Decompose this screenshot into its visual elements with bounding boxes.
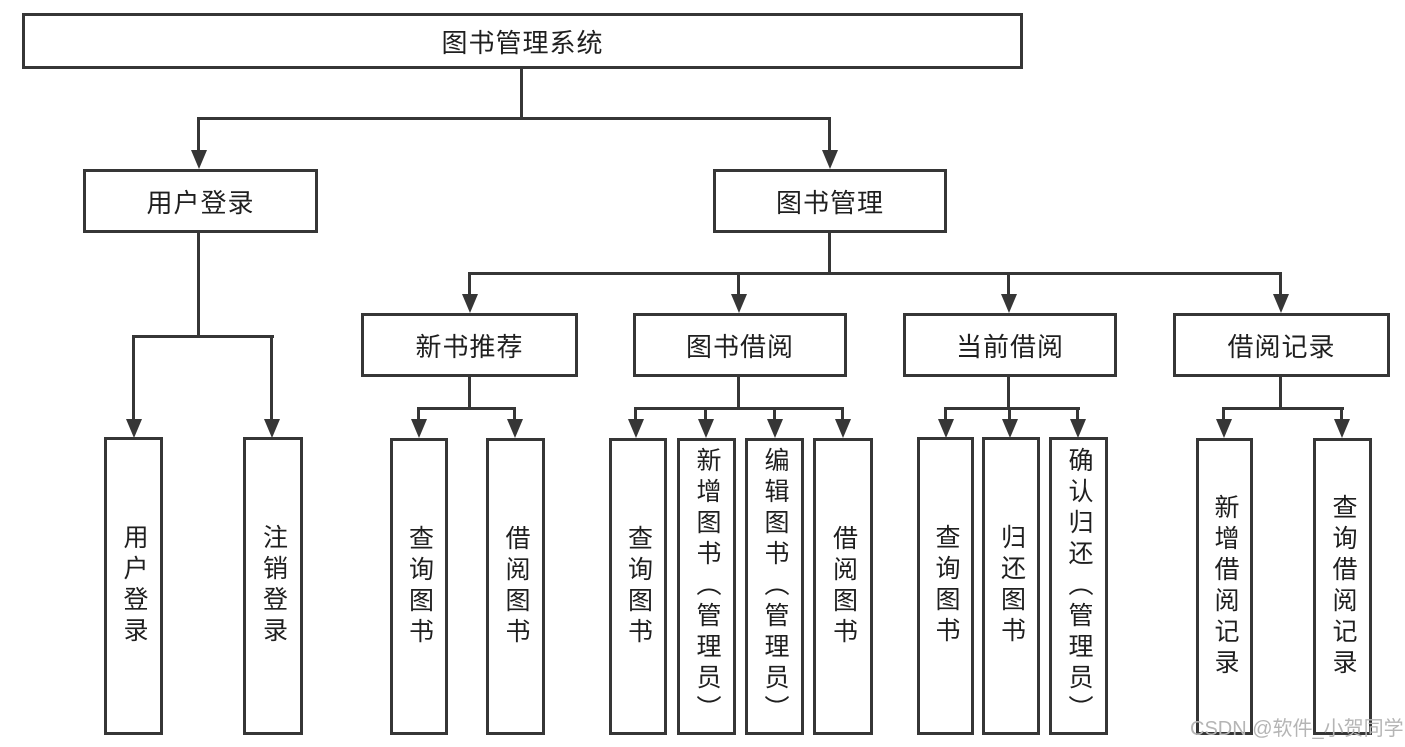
- connector-line-vertical: [468, 377, 471, 410]
- leaf-borrow-books: 借阅图书: [813, 438, 873, 735]
- leaf-add-book-admin: 新增图书（管理员）: [677, 438, 736, 735]
- leaf-edit-book-admin: 编辑图书（管理员）: [745, 438, 804, 735]
- node-book-management: 图书管理: [713, 169, 947, 233]
- arrowhead-down-icon: [264, 419, 280, 438]
- connector-line-vertical: [513, 407, 516, 420]
- connector-line-vertical: [1008, 407, 1011, 420]
- connector-line-horizontal: [634, 407, 844, 410]
- leaf-confirm-return-admin: 确认归还（管理员）: [1049, 437, 1108, 735]
- leaf-query-books-current: 查询图书: [917, 437, 974, 735]
- connector-line-vertical: [1222, 407, 1225, 420]
- connector-line-vertical: [828, 117, 831, 153]
- connector-line-vertical: [197, 117, 200, 153]
- connector-line-vertical: [944, 407, 947, 420]
- connector-line-horizontal: [417, 407, 516, 410]
- leaf-borrow-books-recommend: 借阅图书: [486, 438, 545, 735]
- connector-line-horizontal: [944, 407, 1080, 410]
- connector-line-vertical: [1340, 407, 1343, 420]
- arrowhead-down-icon: [822, 150, 838, 169]
- node-user-login: 用户登录: [83, 169, 318, 233]
- arrowhead-down-icon: [1273, 294, 1289, 313]
- arrowhead-down-icon: [462, 294, 478, 313]
- connector-line-vertical: [737, 377, 740, 410]
- connector-line-horizontal: [1222, 407, 1344, 410]
- arrowhead-down-icon: [698, 419, 714, 438]
- connector-line-vertical: [773, 407, 776, 420]
- leaf-query-books-borrow: 查询图书: [609, 438, 667, 735]
- arrowhead-down-icon: [767, 419, 783, 438]
- node-borrowing-records: 借阅记录: [1173, 313, 1390, 377]
- connector-line-vertical: [634, 407, 637, 420]
- connector-line-vertical: [1076, 407, 1079, 420]
- leaf-query-borrow-record: 查询借阅记录: [1313, 438, 1372, 735]
- arrowhead-down-icon: [1070, 419, 1086, 438]
- connector-line-vertical: [417, 407, 420, 420]
- connector-line-vertical: [1007, 272, 1010, 296]
- arrowhead-down-icon: [938, 419, 954, 438]
- node-book-borrowing: 图书借阅: [633, 313, 847, 377]
- arrowhead-down-icon: [507, 419, 523, 438]
- connector-line-vertical: [197, 233, 200, 336]
- arrowhead-down-icon: [731, 294, 747, 313]
- arrowhead-down-icon: [126, 419, 142, 438]
- connector-line-vertical: [520, 69, 523, 118]
- arrowhead-down-icon: [411, 419, 427, 438]
- connector-line-vertical: [270, 335, 273, 421]
- connector-line-vertical: [841, 407, 844, 420]
- connector-line-vertical: [468, 272, 471, 296]
- connector-line-horizontal: [468, 272, 1282, 275]
- csdn-watermark: CSDN @软件_小贺同学: [1190, 718, 1404, 740]
- arrowhead-down-icon: [1334, 419, 1350, 438]
- arrowhead-down-icon: [1002, 419, 1018, 438]
- connector-line-vertical: [1007, 377, 1010, 410]
- node-new-book-recommend: 新书推荐: [361, 313, 578, 377]
- connector-line-vertical: [132, 335, 135, 421]
- arrowhead-down-icon: [191, 150, 207, 169]
- arrowhead-down-icon: [1216, 419, 1232, 438]
- leaf-add-borrow-record: 新增借阅记录: [1196, 438, 1253, 735]
- leaf-query-books-recommend: 查询图书: [390, 438, 448, 735]
- leaf-user-login: 用户登录: [104, 437, 163, 735]
- connector-line-vertical: [828, 233, 831, 275]
- arrowhead-down-icon: [1001, 294, 1017, 313]
- arrowhead-down-icon: [628, 419, 644, 438]
- leaf-logout: 注销登录: [243, 437, 303, 735]
- connector-line-vertical: [1279, 272, 1282, 296]
- leaf-return-book: 归还图书: [982, 437, 1040, 735]
- node-current-borrowing: 当前借阅: [903, 313, 1117, 377]
- arrowhead-down-icon: [835, 419, 851, 438]
- node-library-system: 图书管理系统: [22, 13, 1023, 69]
- connector-line-vertical: [704, 407, 707, 420]
- connector-line-vertical: [737, 272, 740, 296]
- connector-line-vertical: [1279, 377, 1282, 410]
- connector-line-horizontal: [132, 335, 274, 338]
- connector-line-horizontal: [197, 117, 831, 120]
